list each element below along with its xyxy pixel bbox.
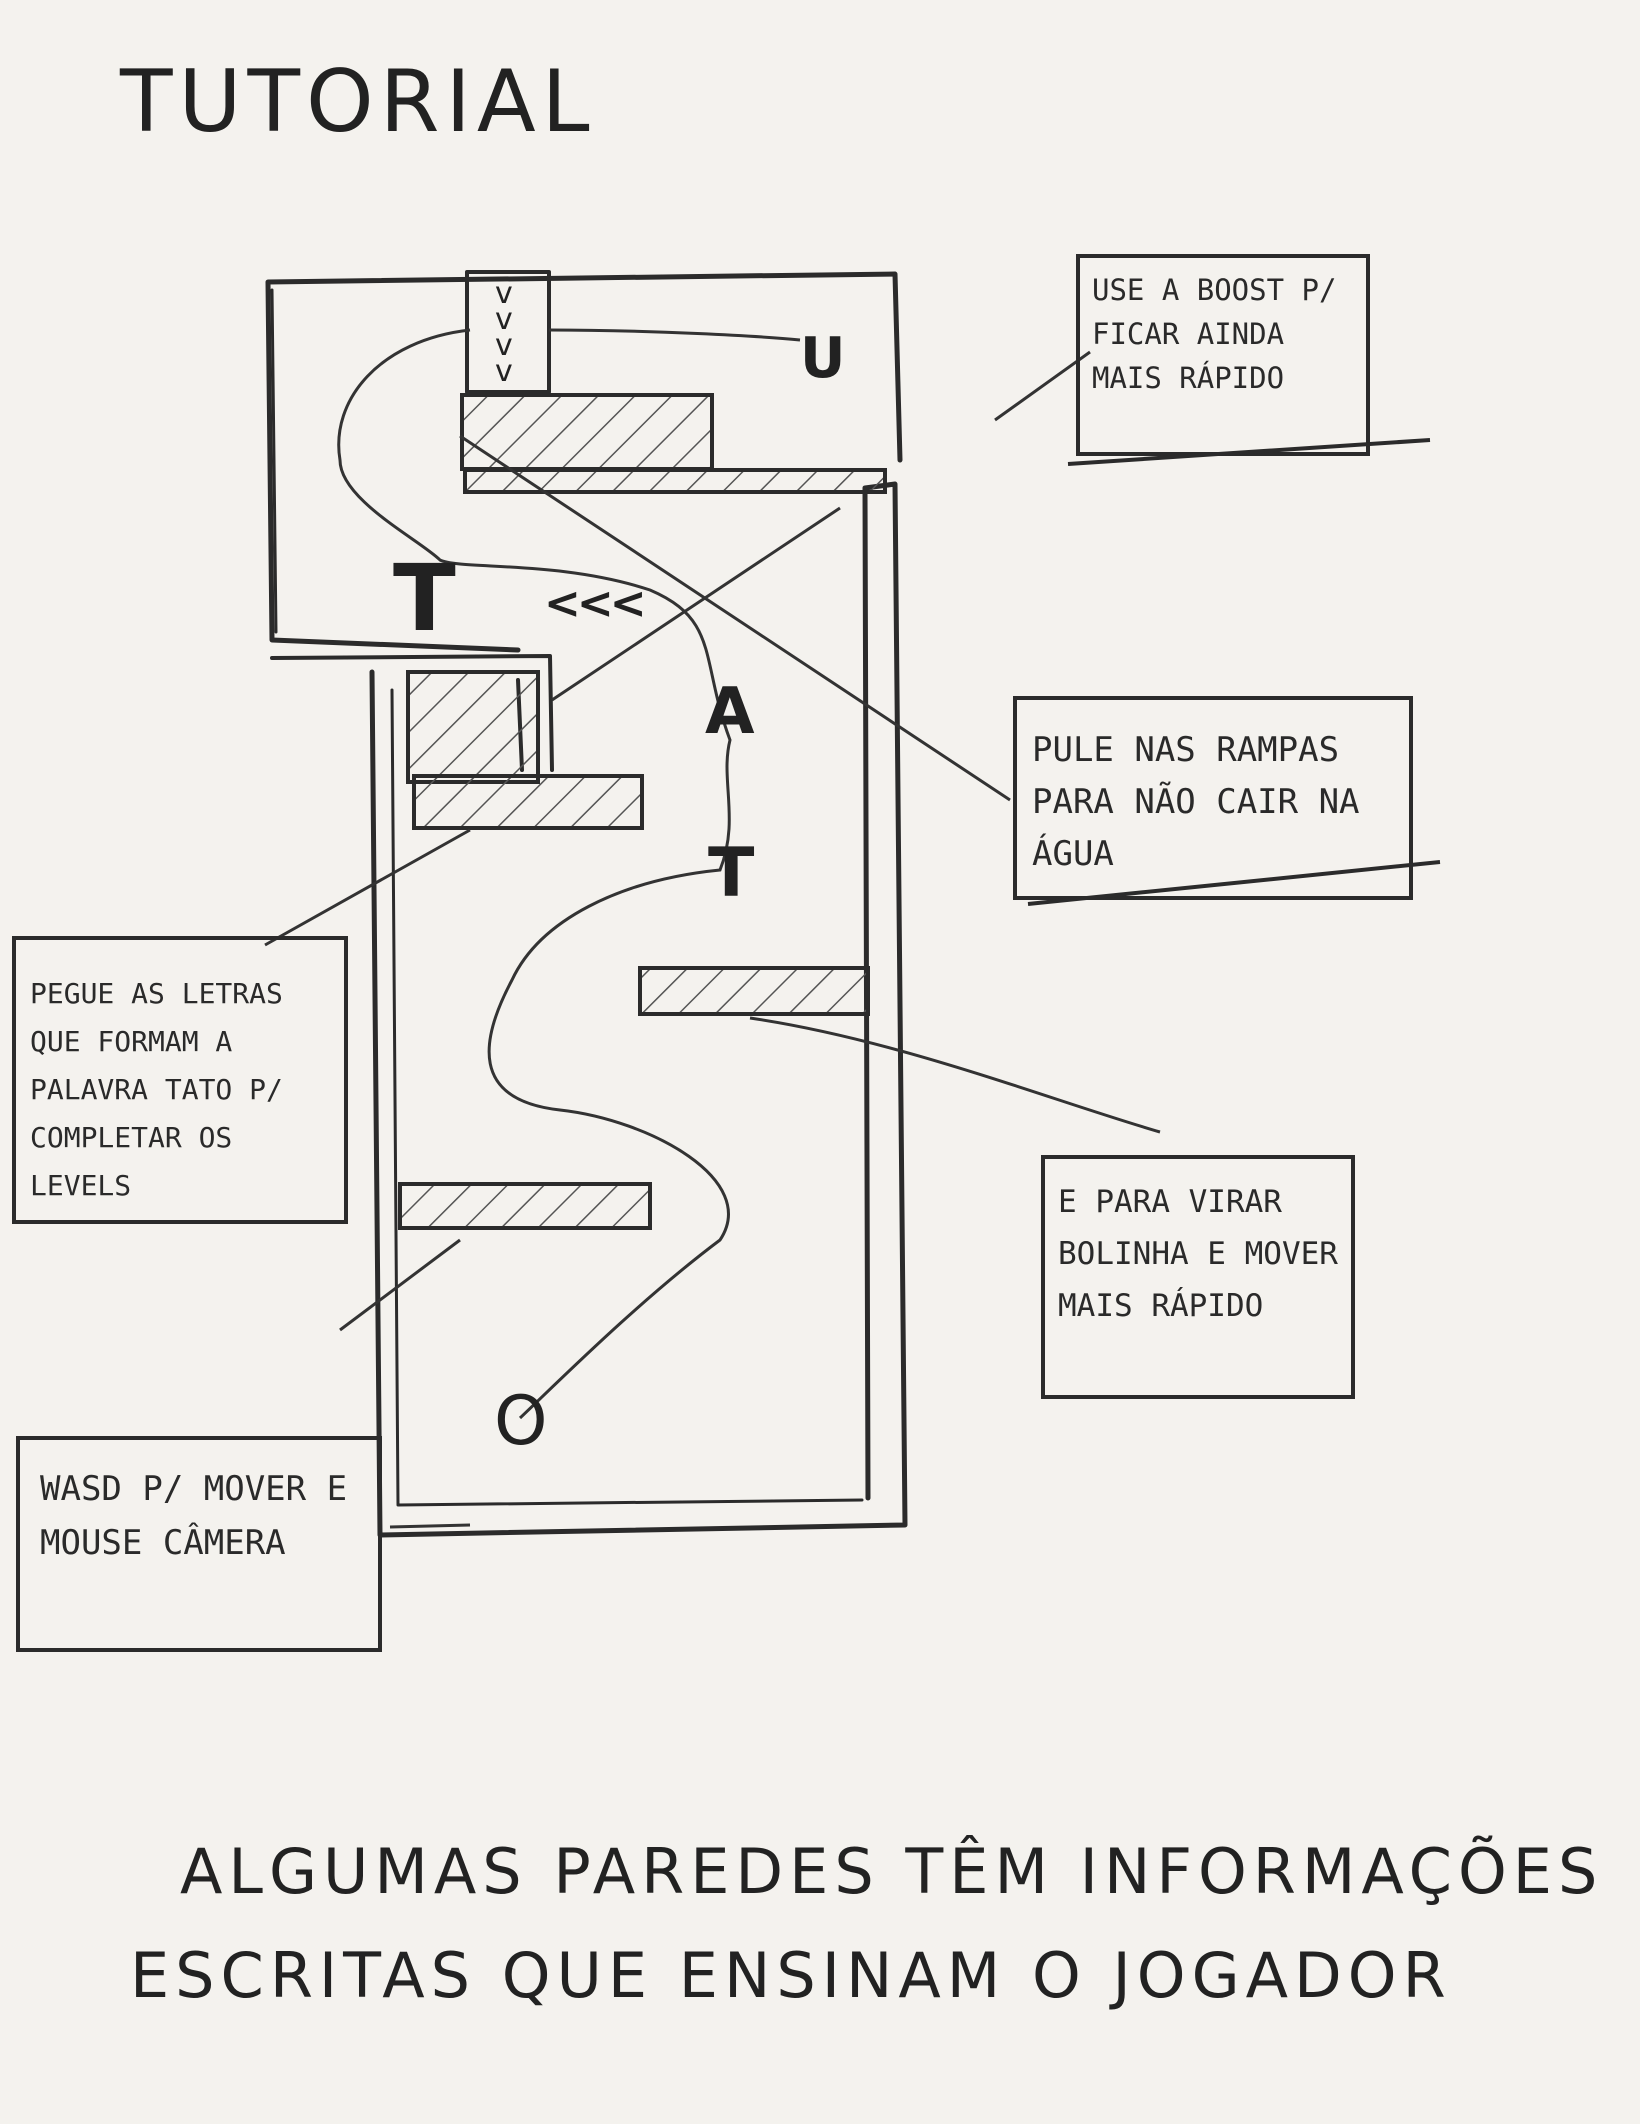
ramp-block	[408, 672, 538, 782]
leader-ball	[750, 1018, 1160, 1132]
ramp-left-1	[414, 776, 642, 828]
note-ball: E PARA VIRAR BOLINHA E MOVER MAIS RÁPIDO	[1058, 1176, 1346, 1392]
note-boost: USE A BOOST P/ FICAR AINDA MAIS RÁPIDO	[1092, 268, 1362, 448]
page-title: TUTORIAL	[120, 52, 596, 152]
footer-line-2: ESCRITAS QUE ENSINAM O JOGADOR	[130, 1924, 1530, 2028]
start-ball-icon: O	[494, 1382, 548, 1461]
leader-letters	[265, 830, 470, 945]
ramp-right	[640, 968, 868, 1014]
letter-t-pickup: T	[393, 545, 456, 652]
note-ramps: PULE NAS RAMPAS PARA NÃO CAIR NA ÁGUA	[1032, 724, 1402, 894]
goal-icon: U	[800, 326, 845, 391]
ramp-top	[462, 395, 712, 469]
note-controls: WASD P/ MOVER E MOUSE CÂMERA	[40, 1462, 370, 1644]
letter-t-pickup: T	[708, 834, 754, 913]
footer-line-1: ALGUMAS PAREDES TÊM INFORMAÇÕES	[130, 1820, 1530, 1924]
note-letters: PEGUE AS LETRAS QUE FORMAM A PALAVRA TAT…	[30, 970, 336, 1218]
arrows-left: <<<	[544, 578, 643, 629]
leader-boost	[995, 352, 1090, 420]
ramp-left-2	[400, 1184, 650, 1228]
letter-a-pickup: A	[705, 675, 755, 749]
leader-controls	[340, 1240, 460, 1330]
boost-chevron: v	[495, 354, 513, 389]
footer-note: ALGUMAS PAREDES TÊM INFORMAÇÕES ESCRITAS…	[130, 1820, 1530, 2028]
